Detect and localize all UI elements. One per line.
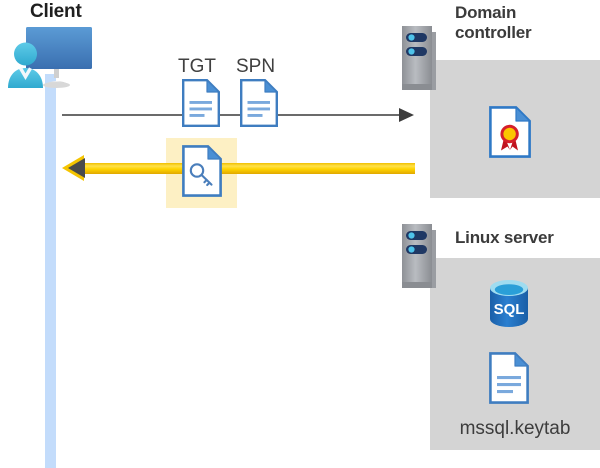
linux-server-title: Linux server	[455, 228, 554, 247]
server-rack-icon	[402, 224, 436, 290]
keytab-document-icon	[489, 352, 529, 404]
document-icon	[182, 79, 220, 127]
response-arrow-line	[78, 163, 415, 174]
tgt-label: TGT	[178, 56, 216, 77]
request-arrow-line	[62, 114, 402, 116]
key-document-icon	[182, 145, 222, 197]
response-arrow-head	[68, 158, 85, 178]
user-workstation-icon	[4, 24, 100, 92]
spn-label: SPN	[236, 56, 276, 77]
sql-label: SQL	[494, 301, 525, 318]
keytab-file-label: mssql.keytab	[459, 418, 571, 439]
domain-controller-title: Domain controller	[455, 3, 532, 42]
certificate-document-icon	[489, 106, 531, 158]
document-icon	[240, 79, 278, 127]
server-rack-icon	[402, 26, 436, 92]
client-lifeline	[45, 74, 56, 468]
request-arrow-head	[399, 108, 414, 122]
sql-database-icon: SQL	[487, 279, 531, 329]
client-title: Client	[30, 1, 82, 22]
